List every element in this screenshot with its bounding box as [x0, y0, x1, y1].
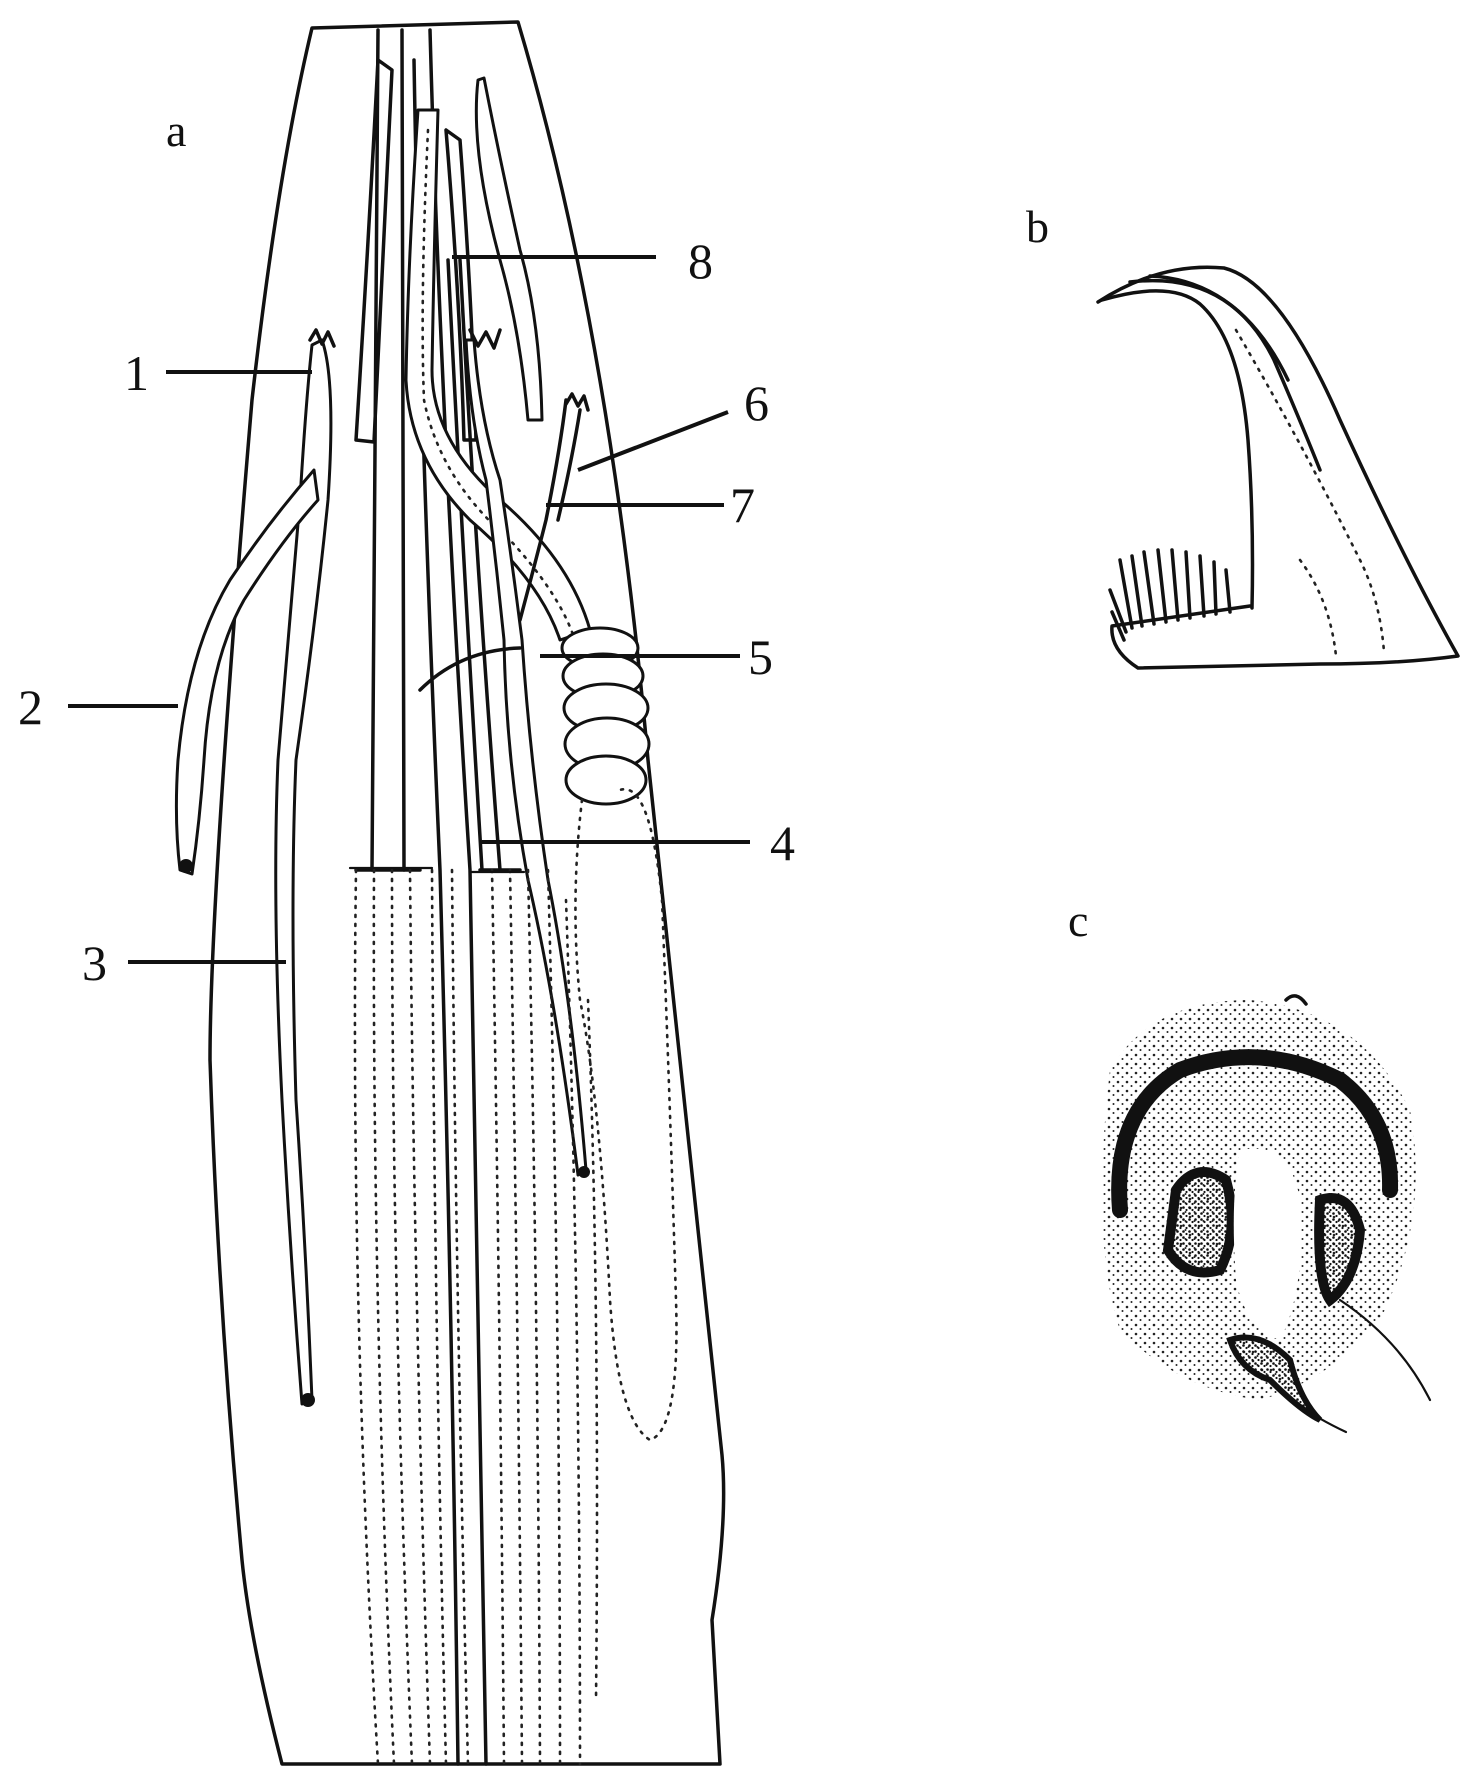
panel-label-a: a: [166, 105, 186, 156]
panel-c-drawing: [1102, 996, 1430, 1432]
callout-3: 3: [82, 935, 107, 991]
leader-6: [578, 412, 728, 470]
rosette-tip: [1286, 996, 1306, 1004]
central-tube-line: [402, 30, 404, 870]
callout-4: 4: [770, 815, 795, 871]
lateral-duct-tip: [301, 1393, 315, 1407]
callout-5: 5: [748, 629, 773, 685]
rosette-inner-left: [1168, 1172, 1232, 1273]
callout-1: 1: [124, 345, 149, 401]
seminal-duct: [466, 340, 586, 1175]
callout-8: 8: [688, 233, 713, 289]
callout-2: 2: [18, 679, 43, 735]
callout-7: 7: [730, 477, 755, 533]
hook-dotted-line: [1236, 330, 1384, 652]
hook-bristles: [1110, 550, 1230, 640]
hook-dotted-line: [1300, 560, 1336, 656]
lateral-duct-tip: [179, 859, 193, 873]
lateral-duct-tip: [578, 1166, 590, 1178]
hook-shaft: [1102, 291, 1253, 608]
duct-tuft: [566, 394, 588, 410]
callout-6: 6: [744, 375, 769, 431]
hook-inner-line: [1130, 281, 1320, 470]
panel-b-drawing: [1098, 267, 1458, 668]
duct-8: [476, 78, 542, 420]
panel-label-b: b: [1026, 201, 1049, 252]
panel-label-c: c: [1068, 895, 1088, 946]
panel-a-drawing: [176, 22, 723, 1764]
